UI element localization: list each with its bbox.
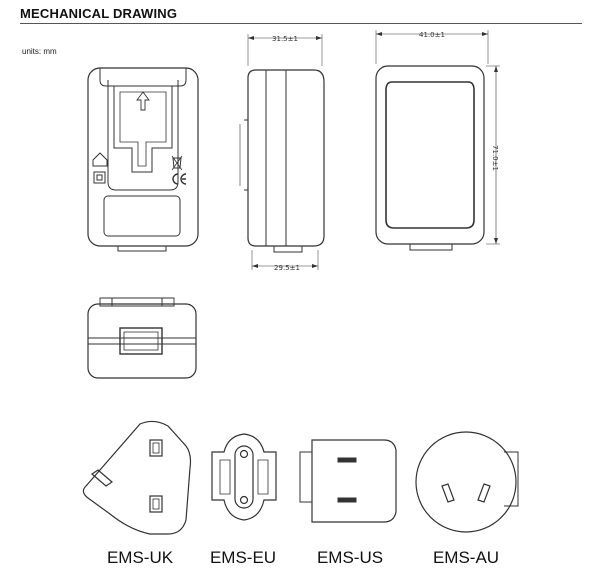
uk-plug-adapter — [82, 420, 192, 535]
au-plug-adapter — [415, 431, 519, 533]
back-view: 41.0±1 71.0±1 — [375, 30, 500, 251]
plug-label-us: EMS-US — [317, 548, 383, 567]
eu-plug-adapter — [211, 433, 277, 521]
section-title: MECHANICAL DRAWING — [20, 6, 178, 21]
weee-bin-icon — [171, 155, 183, 171]
plug-label-au: EMS-AU — [433, 548, 499, 567]
side-bottom-width-label: 29.5±1 — [274, 264, 300, 272]
back-width-label: 41.0±1 — [419, 31, 445, 39]
ce-mark-icon — [172, 173, 187, 185]
side-view: 31.5±1 29.5±1 — [239, 34, 325, 272]
front-view — [87, 67, 199, 252]
units-label: units: mm — [22, 47, 57, 56]
title-divider — [20, 23, 582, 24]
double-insulation-icon — [93, 171, 106, 184]
back-height-label: 71.0±1 — [491, 145, 499, 171]
plug-label-eu: EMS-EU — [210, 548, 276, 567]
side-top-width-label: 31.5±1 — [272, 35, 298, 43]
bottom-view — [87, 297, 197, 379]
us-plug-adapter — [299, 439, 397, 523]
plug-label-uk: EMS-UK — [107, 548, 174, 567]
indoor-use-icon — [92, 152, 108, 167]
